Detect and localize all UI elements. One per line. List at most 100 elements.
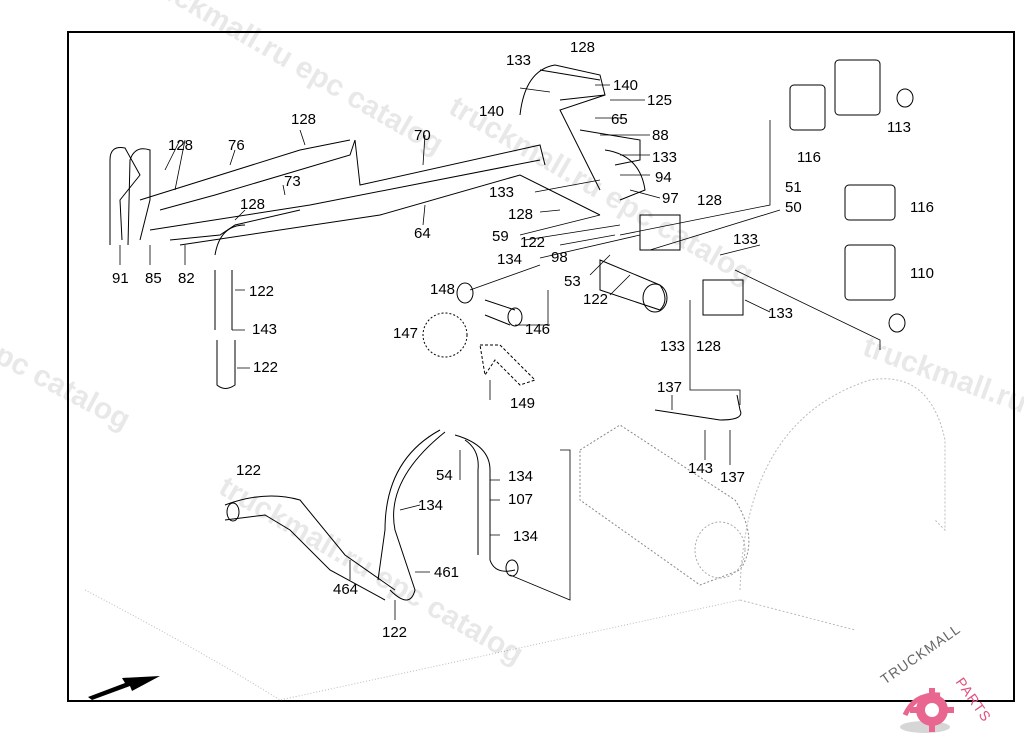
component-116-mid: [844, 184, 896, 221]
part-label: 54: [436, 467, 453, 484]
part-label: 128: [291, 111, 317, 128]
pump-end: [642, 283, 668, 313]
part-label: 134: [508, 468, 534, 485]
part-label: 140: [479, 103, 505, 120]
component-110-port: [888, 313, 906, 333]
hose-140: [539, 69, 601, 81]
hose-134-end: [505, 559, 519, 577]
diagram-frame: [67, 31, 1015, 702]
part-label: 134: [513, 528, 539, 545]
hose-464-end: [226, 502, 240, 522]
part-label: 133: [733, 231, 759, 248]
part-label: 65: [611, 111, 628, 128]
part-label: 134: [418, 497, 444, 514]
part-label: 133: [660, 338, 686, 355]
part-label: 128: [240, 196, 266, 213]
hose-146: [484, 299, 516, 326]
part-label: 133: [506, 52, 532, 69]
part-label: 116: [797, 149, 821, 166]
pipe-bundle: [159, 139, 546, 211]
heater-end: [694, 521, 746, 579]
hose-464: [224, 495, 396, 601]
hose-94: [604, 149, 646, 201]
clamp-148: [456, 282, 474, 304]
pipe-82: [169, 209, 301, 241]
leader-lines: [119, 84, 881, 620]
part-label: 133: [652, 149, 678, 166]
part-label: 122: [249, 283, 275, 300]
pipe-73: [149, 159, 541, 231]
heater-body: [579, 424, 750, 586]
part-label: 76: [228, 137, 245, 154]
part-label: 128: [570, 39, 596, 56]
part-label: 137: [720, 469, 746, 486]
part-label: 464: [333, 581, 359, 598]
part-label: 122: [236, 462, 262, 479]
part-label: 148: [430, 281, 456, 298]
part-label: 70: [414, 127, 431, 144]
component-116-top: [789, 84, 826, 131]
part-label: 51: [785, 179, 802, 196]
part-label: 82: [178, 270, 195, 287]
part-label: 134: [497, 251, 523, 268]
gear-icon: [900, 688, 954, 733]
engine-outline: [739, 378, 946, 631]
part-label: 137: [657, 379, 683, 396]
valve-block: [639, 214, 681, 251]
valve-133: [702, 279, 744, 316]
part-label: 91: [112, 270, 129, 287]
part-label: 113: [887, 119, 911, 136]
hose-137: [654, 394, 742, 421]
hose-85: [127, 148, 151, 246]
part-label: 140: [613, 77, 639, 94]
pipe-64: [179, 174, 601, 246]
part-label: 122: [382, 624, 408, 641]
part-label: 110: [910, 265, 934, 282]
part-label: 143: [688, 460, 714, 477]
part-label: 122: [253, 359, 279, 376]
hose-125: [559, 94, 606, 101]
hose-91: [109, 147, 141, 245]
part-label: 107: [508, 491, 534, 508]
part-label: 53: [564, 273, 581, 290]
component-113-port: [896, 88, 914, 108]
pump-body: [599, 259, 666, 311]
brand-logo: TRUCKMALL PARTS: [860, 620, 1020, 750]
part-label: 59: [492, 228, 509, 245]
hose-146-end: [507, 307, 523, 327]
hose-461: [377, 429, 446, 601]
part-label: 73: [284, 173, 301, 190]
part-label: 64: [414, 225, 431, 242]
bracket-149: [479, 344, 536, 386]
part-label: 128: [168, 137, 194, 154]
part-label: 128: [696, 338, 722, 355]
part-label: 149: [510, 395, 536, 412]
part-label: 128: [508, 206, 534, 223]
part-label: 116: [910, 199, 934, 216]
floor-outline: [84, 589, 741, 701]
pipe-76: [139, 139, 351, 201]
part-label: 88: [652, 127, 669, 144]
direction-arrow: [88, 676, 160, 700]
part-label: 85: [145, 270, 162, 287]
hose-122-lower: [216, 340, 236, 389]
part-label: 146: [525, 321, 551, 338]
hose-133-top: [519, 64, 606, 191]
part-label: 461: [434, 564, 460, 581]
component-110: [844, 244, 896, 301]
part-label: 122: [520, 234, 546, 251]
part-label: 98: [551, 249, 568, 266]
part-label: 147: [393, 325, 419, 342]
hose-134-107: [454, 434, 516, 572]
part-label: 143: [252, 321, 278, 338]
part-label: 133: [489, 184, 515, 201]
part-label: 125: [647, 92, 673, 109]
hose-connector: [214, 224, 246, 256]
part-label: 97: [662, 190, 679, 207]
part-label: 133: [768, 305, 794, 322]
hose-122-upper: [214, 270, 233, 330]
part-label: 122: [583, 291, 609, 308]
wrench-symbol-147: [422, 312, 468, 358]
part-label: 94: [655, 169, 672, 186]
